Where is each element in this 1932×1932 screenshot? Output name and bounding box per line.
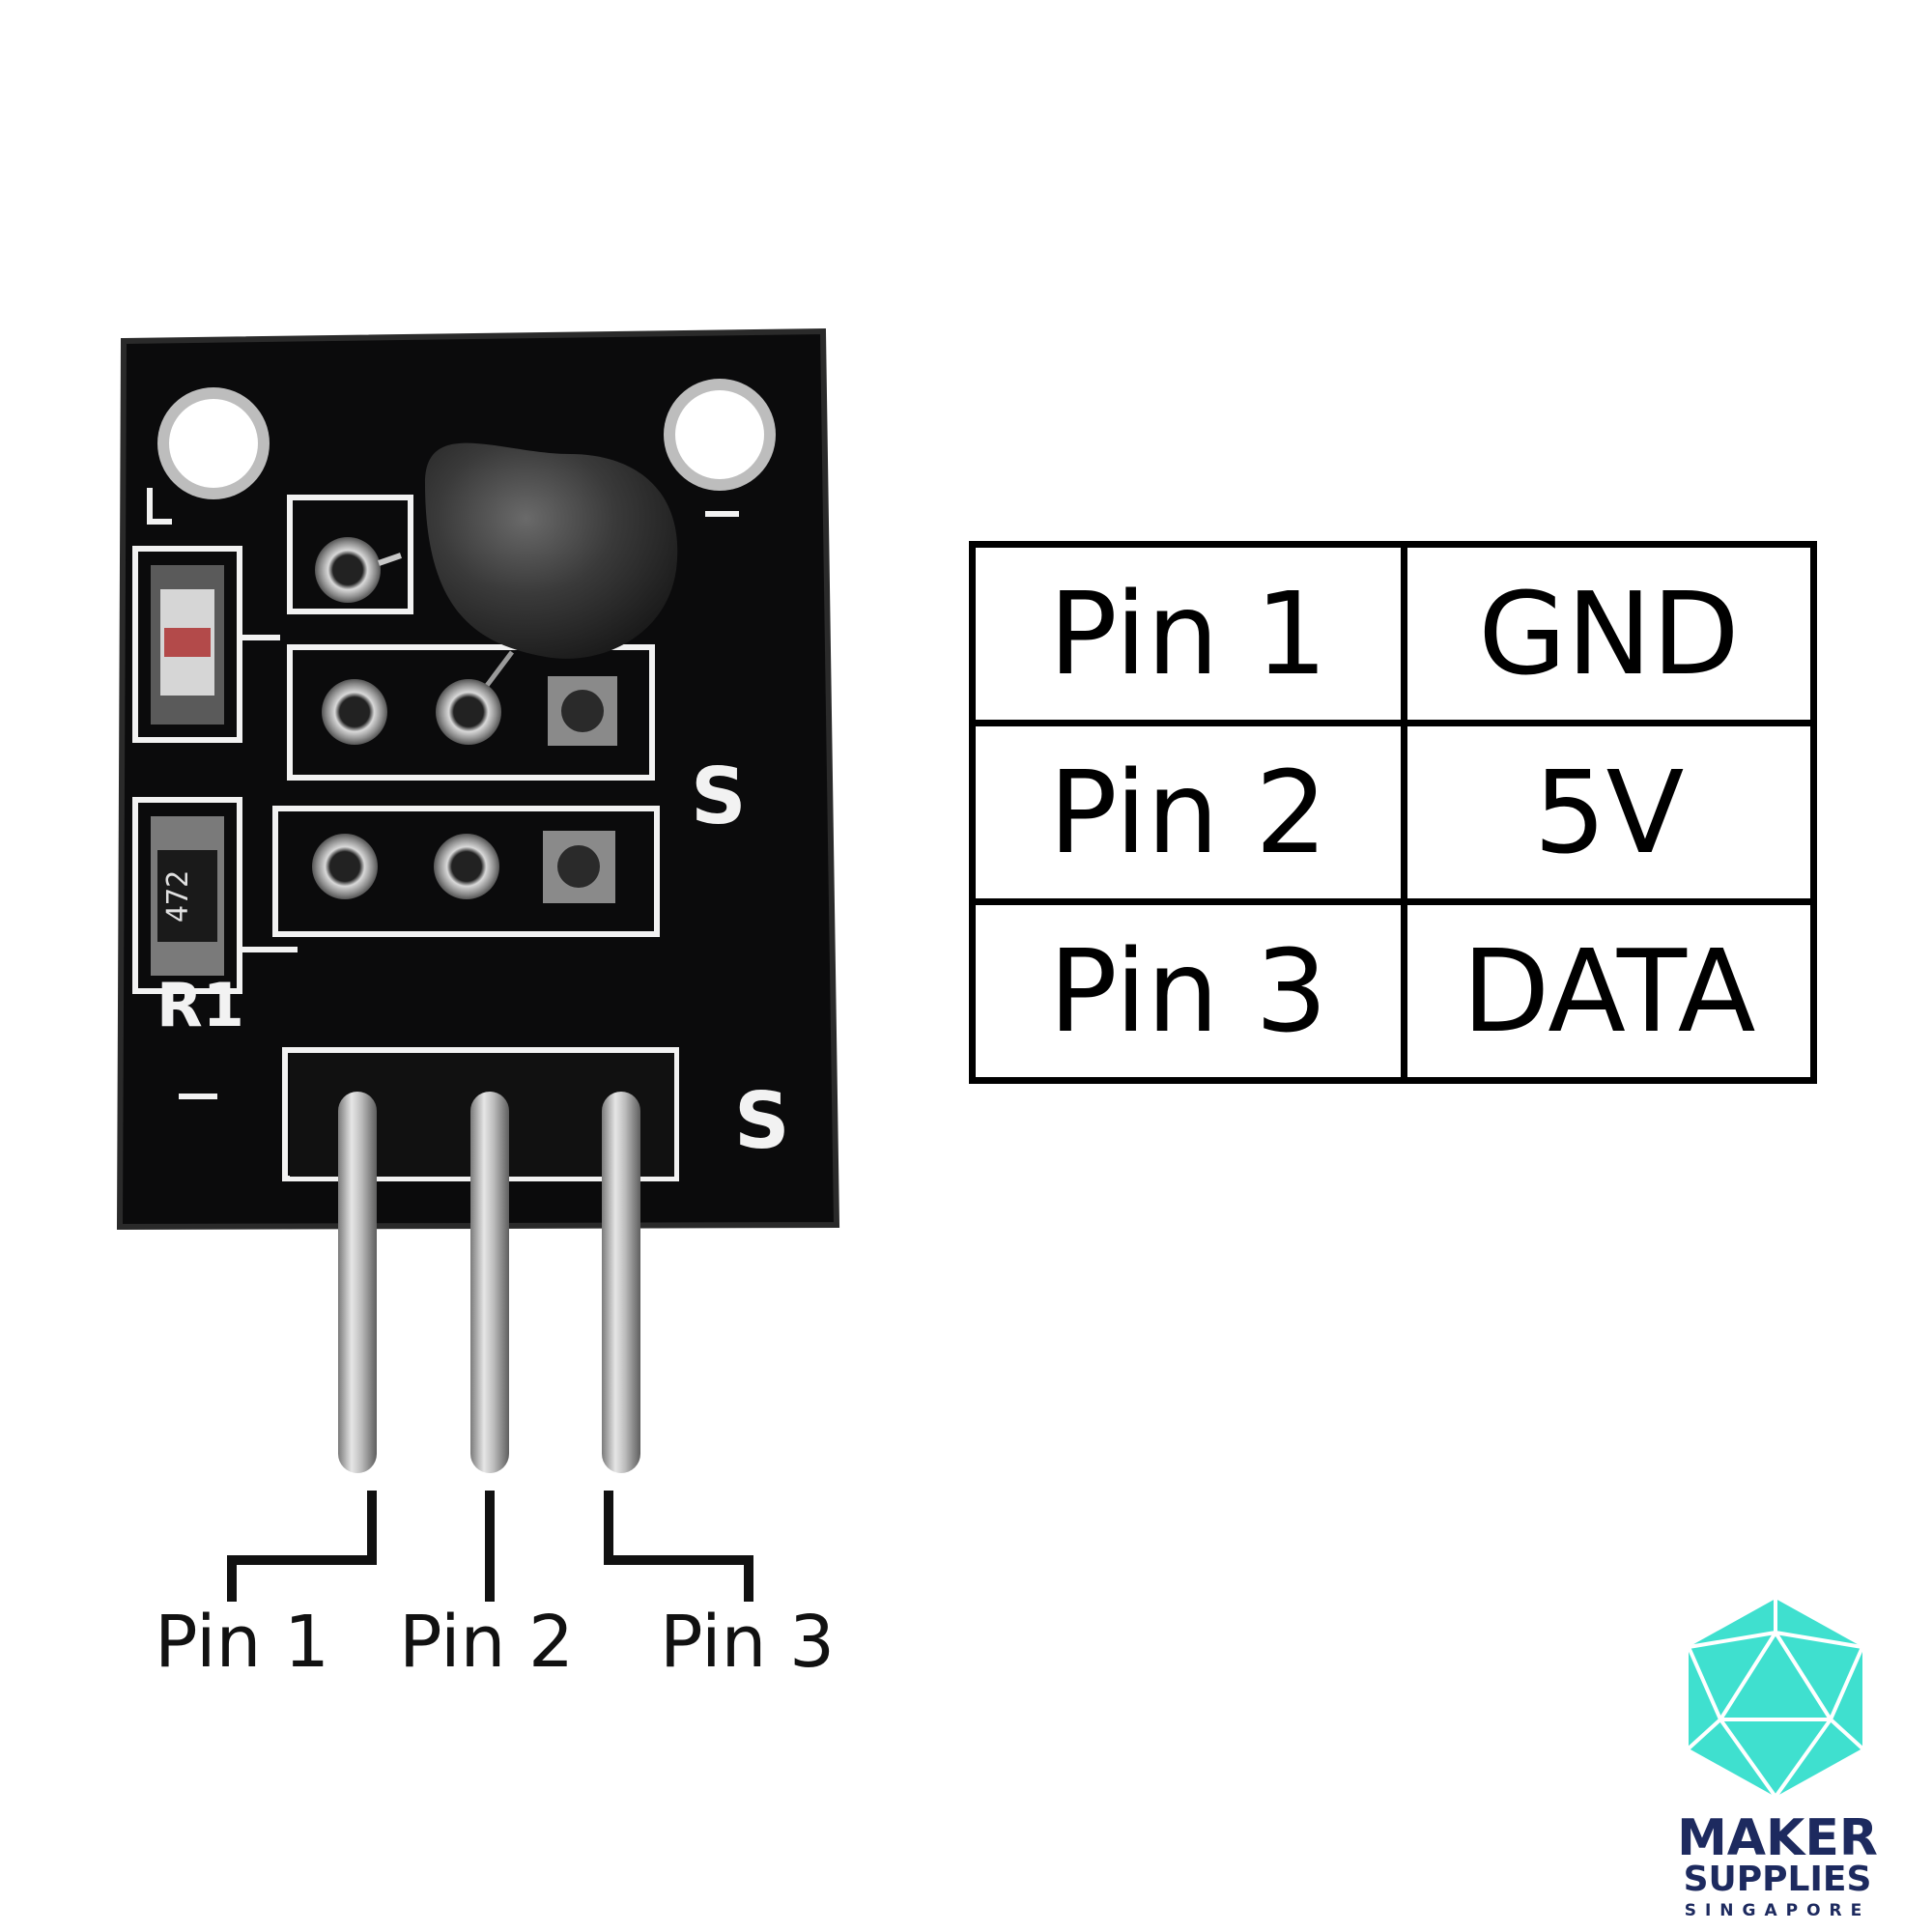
table-row: Pin 3 DATA xyxy=(969,898,1817,1084)
pad xyxy=(436,679,501,745)
function-cell: 5V xyxy=(1401,720,1817,905)
pin-1-bracket xyxy=(227,1491,377,1602)
silkscreen-s-upper: S xyxy=(691,752,747,841)
logo-text-maker: MAKER xyxy=(1677,1809,1878,1867)
table-row: Pin 1 GND xyxy=(969,541,1817,726)
sensor-pad xyxy=(315,537,381,603)
pin-1-label: Pin 1 xyxy=(155,1601,330,1684)
table-row: Pin 2 5V xyxy=(969,720,1817,905)
pin-2-label: Pin 2 xyxy=(399,1601,575,1684)
resistor-label: R1 xyxy=(156,970,244,1040)
pin-3-bracket xyxy=(604,1491,753,1602)
temperature-sensor-body xyxy=(425,442,678,659)
pin-function-table: Pin 1 GND Pin 2 5V Pin 3 DATA xyxy=(969,541,1817,1084)
pin-3-label: Pin 3 xyxy=(660,1601,836,1684)
function-cell: GND xyxy=(1401,541,1817,726)
pin-cell: Pin 1 xyxy=(969,541,1407,726)
pin-cell: Pin 2 xyxy=(969,720,1407,905)
pad xyxy=(322,679,387,745)
logo-text-singapore: SINGAPORE xyxy=(1684,1901,1871,1920)
header-pin-2 xyxy=(470,1092,509,1473)
header-pin-3 xyxy=(602,1092,640,1473)
function-cell: DATA xyxy=(1401,898,1817,1084)
pad xyxy=(434,834,499,899)
maker-supplies-logo-icon xyxy=(1687,1599,1864,1801)
header-pin-1 xyxy=(338,1092,377,1473)
silkscreen-s-lower: S xyxy=(734,1076,790,1166)
resistor-code: 472 xyxy=(161,870,195,923)
pad xyxy=(312,834,378,899)
logo-text-supplies: SUPPLIES xyxy=(1683,1860,1872,1899)
pin-cell: Pin 3 xyxy=(969,898,1407,1084)
